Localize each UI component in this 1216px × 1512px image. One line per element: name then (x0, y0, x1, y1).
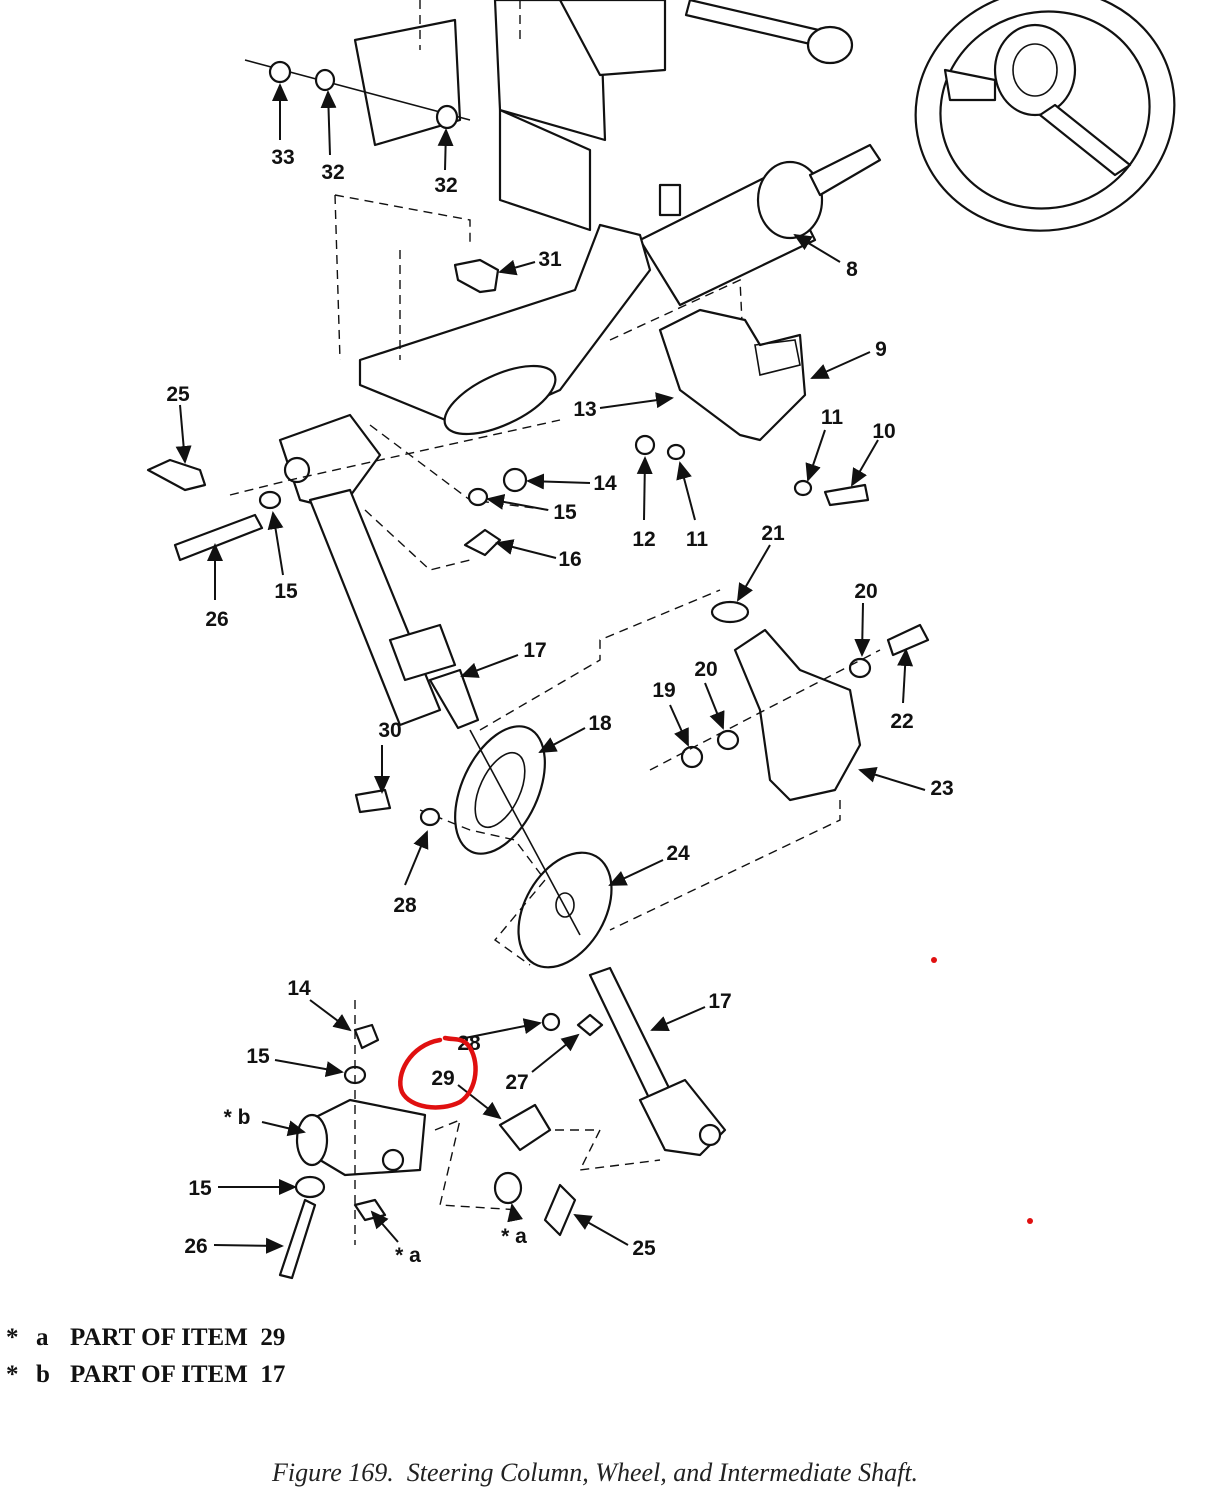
callout-15: 15 (246, 1045, 270, 1068)
red-dot (931, 957, 937, 963)
upper-shaft (684, 0, 854, 65)
legend-key: a (36, 1324, 49, 1351)
callout-16: 16 (558, 548, 581, 571)
legend-mark: * (6, 1324, 19, 1351)
callout-25: 25 (166, 383, 190, 406)
upper-hardware (146, 60, 870, 562)
legend-key: b (36, 1361, 50, 1388)
callout-17: 17 (708, 990, 731, 1013)
callout-8: 8 (846, 258, 858, 281)
callout-27: 27 (505, 1071, 528, 1094)
callout-11: 11 (821, 406, 844, 429)
steering-column (638, 143, 882, 307)
lower-bracket (479, 589, 930, 931)
clamp (658, 308, 807, 442)
legend-item-b: * b PART OF ITEM 17 (6, 1361, 285, 1389)
intermediate-shaft (541, 966, 727, 1157)
callout-18: 18 (588, 712, 612, 735)
plates (354, 725, 613, 969)
legend-mark: * (6, 1361, 19, 1388)
callout-26: 26 (184, 1235, 207, 1258)
callout-19: 19 (652, 679, 675, 702)
support-bracket (334, 194, 746, 436)
callout-22: 22 (890, 710, 913, 733)
callout-17: 17 (523, 639, 546, 662)
red-circle-mark (398, 1035, 478, 1110)
callout-33: 33 (271, 146, 294, 169)
callout-15: 15 (274, 580, 298, 603)
callout-10: 10 (872, 420, 895, 443)
figure-caption: Figure 169. Steering Column, Wheel, and … (272, 1458, 919, 1487)
callout-29: 29 (431, 1067, 454, 1090)
callout-14: 14 (287, 977, 311, 1000)
callout-20: 20 (694, 658, 717, 681)
callout-21: 21 (761, 522, 785, 545)
callout-30: 30 (378, 719, 401, 742)
callout-32: 32 (434, 174, 457, 197)
steering-wheel (914, 0, 1176, 232)
callout-20: 20 (854, 580, 877, 603)
red-annotation (398, 957, 1033, 1224)
leader-arrows (175, 83, 926, 1254)
callout-b: * b (224, 1106, 251, 1129)
callout-14: 14 (593, 472, 617, 495)
u-joint (278, 1000, 661, 1280)
callout-15: 15 (188, 1177, 212, 1200)
callout-9: 9 (875, 338, 887, 361)
callout-24: 24 (666, 842, 690, 865)
legend-text: PART OF ITEM 17 (70, 1361, 286, 1388)
lower-column (229, 413, 561, 730)
legend-item-a: * a PART OF ITEM 29 (6, 1324, 285, 1352)
red-dot (1027, 1218, 1033, 1224)
callout-13: 13 (573, 398, 596, 421)
callout-25: 25 (632, 1237, 656, 1260)
callout-labels: 33 32 32 31 8 9 13 11 10 25 14 15 16 12 … (166, 146, 953, 1267)
callout-26: 26 (205, 608, 228, 631)
callout-12: 12 (632, 528, 655, 551)
callout-a: * a (395, 1244, 421, 1267)
callout-11: 11 (686, 528, 709, 551)
callout-23: 23 (930, 777, 953, 800)
callout-31: 31 (538, 248, 562, 271)
callout-28: 28 (393, 894, 417, 917)
callout-a: * a (501, 1225, 527, 1248)
legend-text: PART OF ITEM 29 (70, 1324, 286, 1351)
callout-15: 15 (553, 501, 577, 524)
callout-32: 32 (321, 161, 344, 184)
